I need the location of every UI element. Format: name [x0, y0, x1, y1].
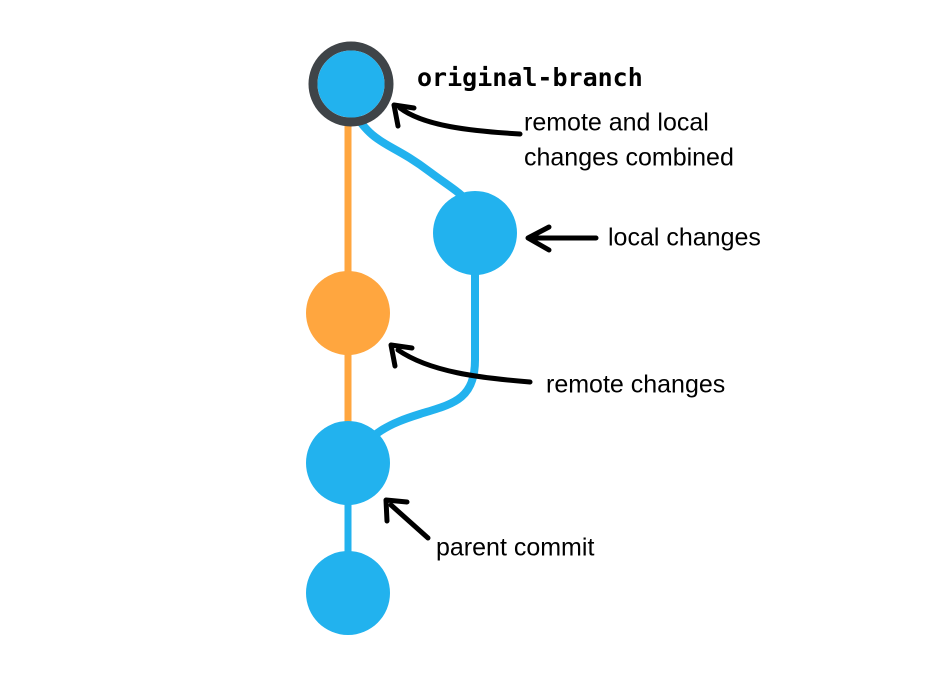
- arrowhead-to-parent-commit: [383, 497, 410, 524]
- commit-node-merge[interactable]: [317, 50, 385, 118]
- commit-node-remote[interactable]: [306, 271, 390, 355]
- annotation-merge-line1: remote and local: [524, 109, 709, 137]
- annotation-merge-line2: changes combined: [524, 144, 734, 172]
- commit-node-merge-ring: [308, 41, 394, 127]
- commit-node-parent[interactable]: [306, 421, 390, 505]
- commit-node-ancestor[interactable]: [306, 551, 390, 635]
- arrowhead-to-merge-commit: [391, 102, 417, 129]
- arrow-to-merge-commit: [397, 105, 523, 137]
- arrowhead-to-remote-commit: [388, 342, 415, 369]
- arrow-to-remote-commit: [395, 347, 533, 385]
- annotation-local-changes: local changes: [608, 224, 761, 252]
- commit-node-local[interactable]: [433, 191, 517, 275]
- branch-name-label: original-branch: [417, 63, 643, 92]
- annotation-remote-changes: remote changes: [546, 371, 725, 399]
- arrowhead-to-local-commit: [525, 224, 552, 253]
- annotation-parent-commit: parent commit: [436, 534, 594, 562]
- arrow-to-parent-commit: [388, 502, 431, 541]
